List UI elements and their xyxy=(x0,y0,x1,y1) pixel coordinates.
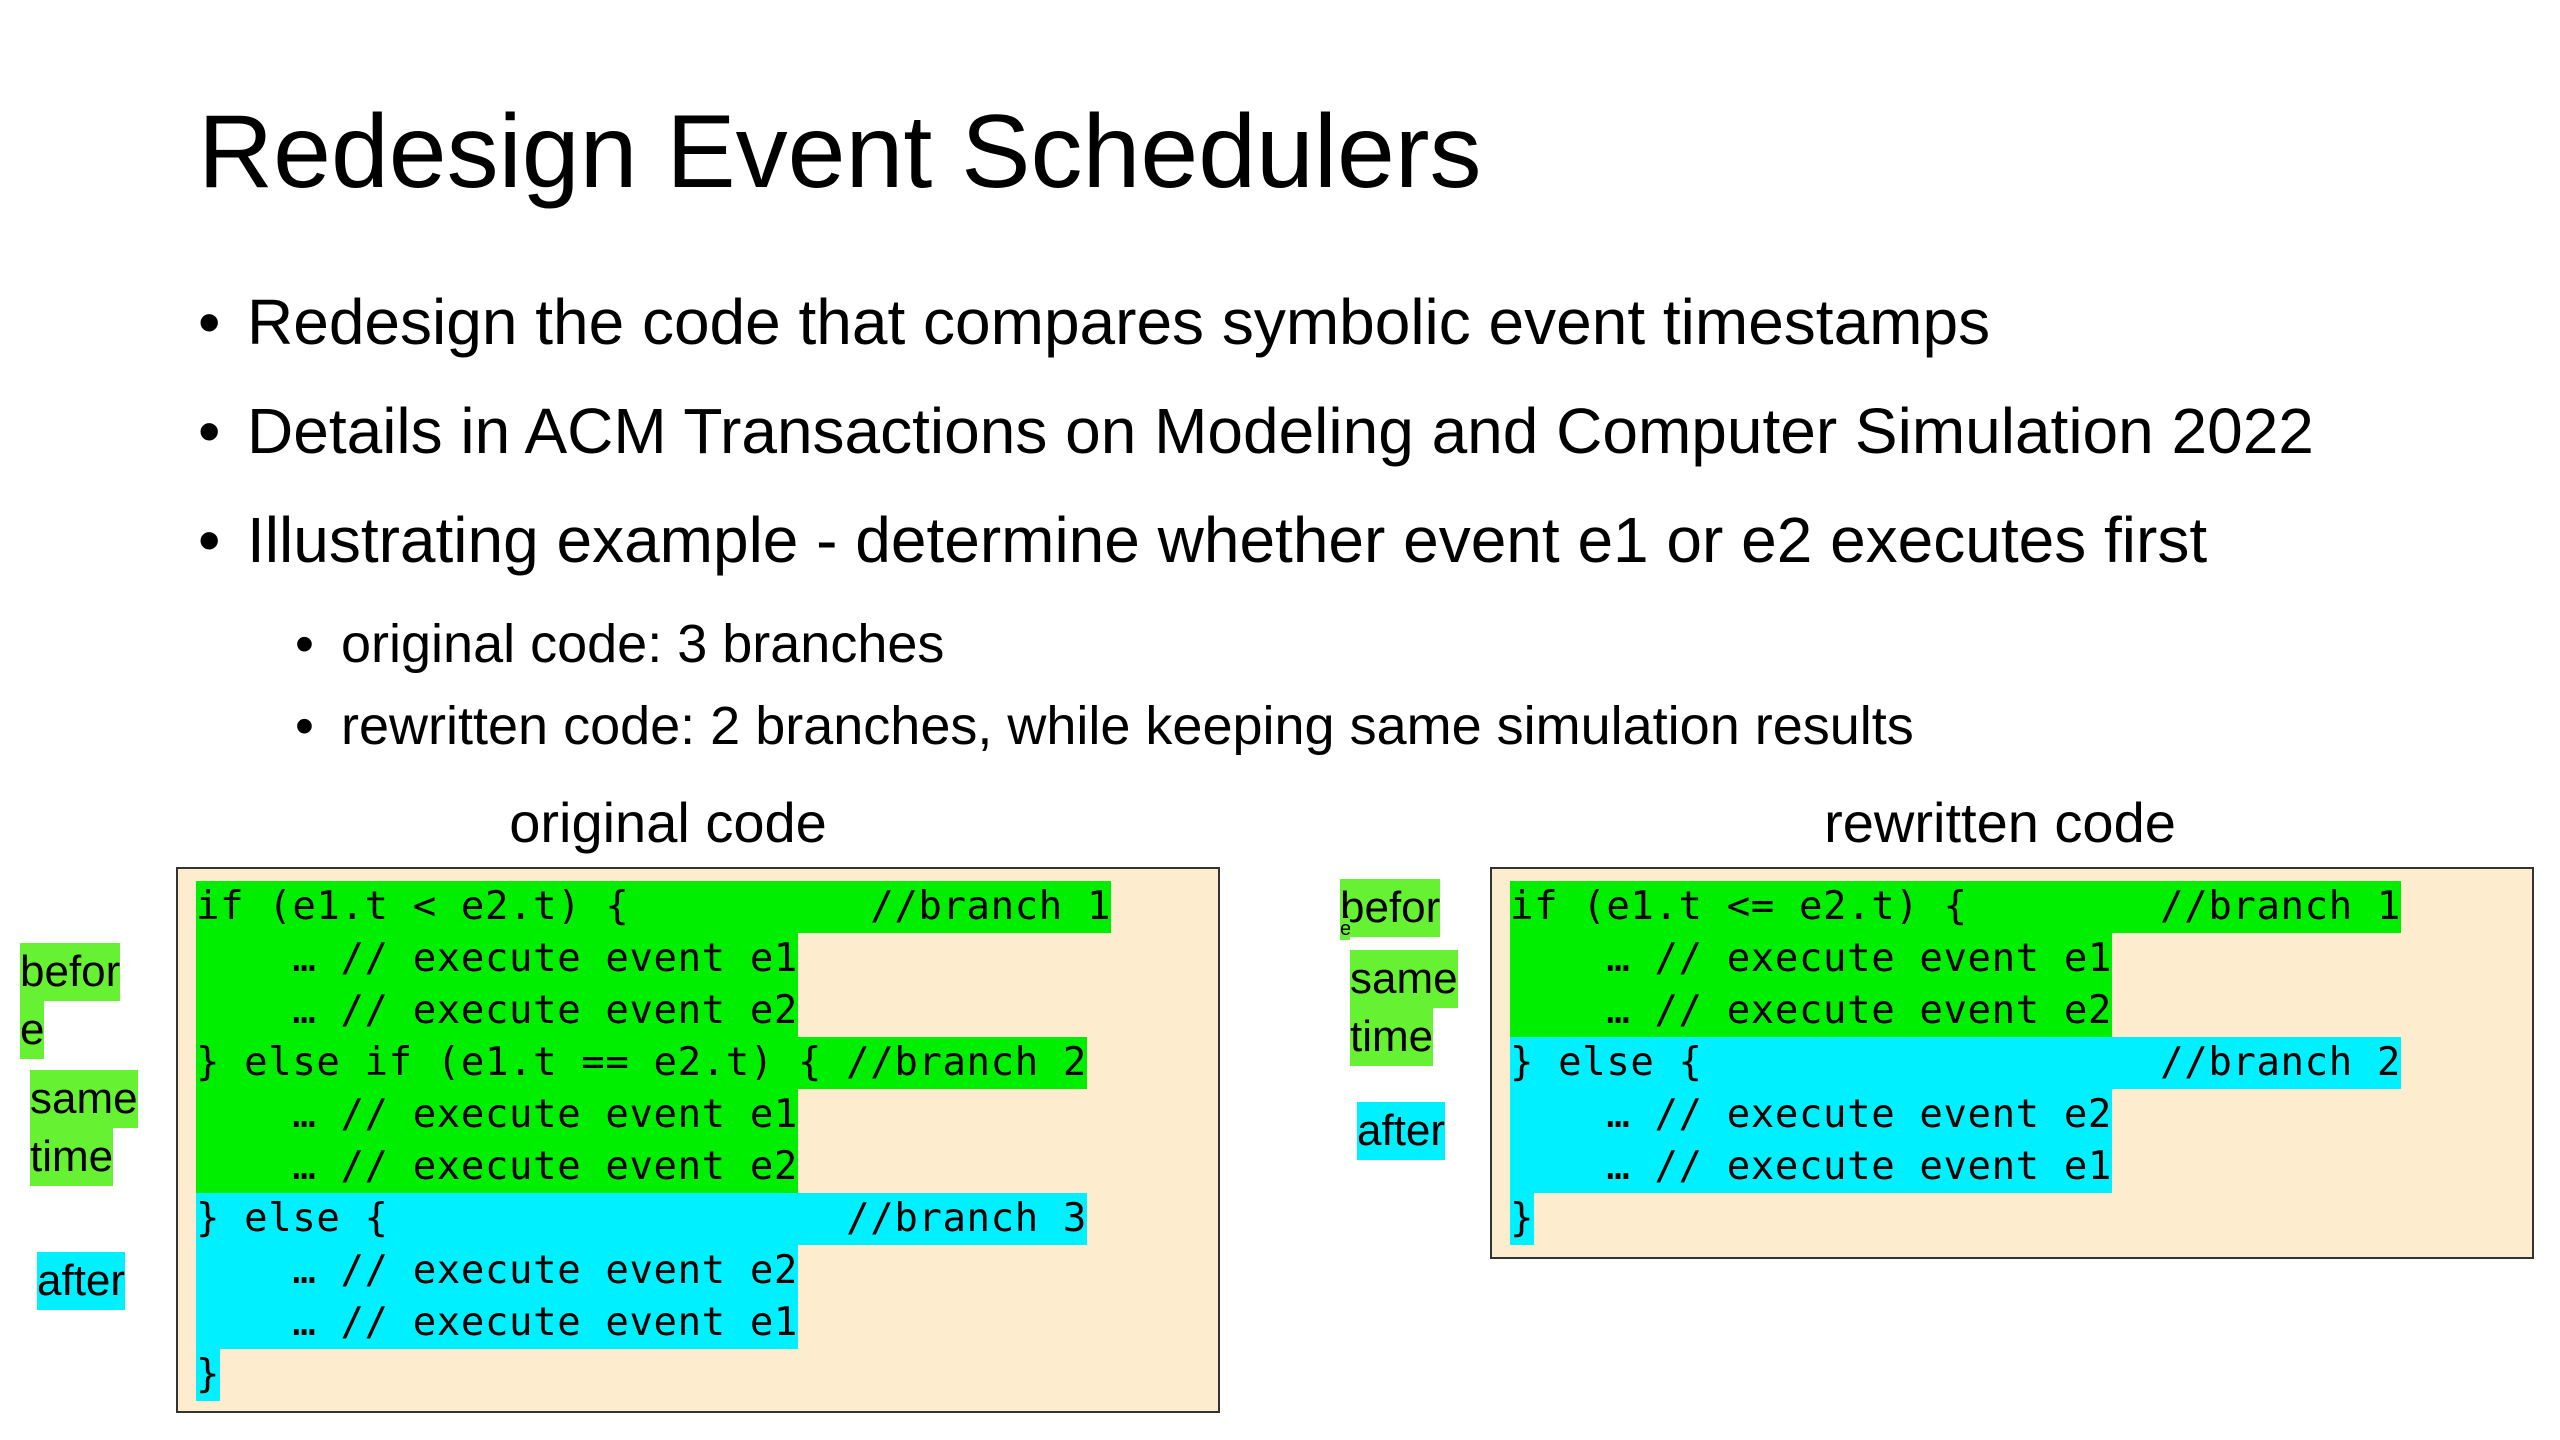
code-line: … // execute event e1 xyxy=(196,1089,798,1141)
bullet-item: • Details in ACM Transactions on Modelin… xyxy=(198,399,2314,508)
label-before-wrap: e xyxy=(20,1001,45,1059)
code-line: } else { //branch 3 xyxy=(196,1193,1087,1245)
code-line: } xyxy=(1510,1193,1535,1245)
code-line: … // execute event e2 xyxy=(1510,985,2112,1037)
bullet-text: Redesign the code that compares symbolic… xyxy=(247,286,1991,358)
code-line: … // execute event e2 xyxy=(1510,1089,2112,1141)
label-before-wrap: e xyxy=(1340,918,1350,940)
bullet-item: • Redesign the code that compares symbol… xyxy=(198,290,2314,399)
code-line: } xyxy=(196,1349,221,1401)
bullet-dot: • xyxy=(295,614,314,674)
code-line: … // execute event e2 xyxy=(196,1141,798,1193)
sub-bullet-item: • original code: 3 branches xyxy=(198,617,2314,699)
code-line: … // execute event e2 xyxy=(196,985,798,1037)
label-same: same xyxy=(1350,950,1458,1008)
sub-bullet-text: original code: 3 branches xyxy=(341,614,945,674)
rewritten-code-box: if (e1.t <= e2.t) { //branch 1 … // exec… xyxy=(1490,867,2534,1259)
bullet-dot: • xyxy=(295,696,314,756)
label-before: befor xyxy=(1340,879,1441,937)
label-after: after xyxy=(37,1252,126,1310)
label-time: time xyxy=(1350,1008,1434,1066)
bullet-dot: • xyxy=(198,286,221,358)
rewritten-code-caption: rewritten code xyxy=(1824,791,2176,854)
bullet-dot: • xyxy=(198,504,221,576)
code-line: } else { //branch 2 xyxy=(1510,1037,2401,1089)
original-code-box: if (e1.t < e2.t) { //branch 1 … // execu… xyxy=(176,867,1220,1413)
sub-bullet-item: • rewritten code: 2 branches, while keep… xyxy=(198,699,2314,781)
code-line: … // execute event e1 xyxy=(1510,933,2112,985)
label-time: time xyxy=(30,1128,114,1186)
bullet-dot: • xyxy=(198,395,221,467)
bullet-text: Details in ACM Transactions on Modeling … xyxy=(247,395,2314,467)
code-line: … // execute event e1 xyxy=(196,933,798,985)
bullet-text: Illustrating example - determine whether… xyxy=(247,504,2208,576)
code-line: if (e1.t < e2.t) { //branch 1 xyxy=(196,881,1112,933)
code-line: … // execute event e2 xyxy=(196,1245,798,1297)
code-line: … // execute event e1 xyxy=(1510,1141,2112,1193)
code-line: … // execute event e1 xyxy=(196,1297,798,1349)
sub-bullet-text: rewritten code: 2 branches, while keepin… xyxy=(341,696,1914,756)
original-code-caption: original code xyxy=(509,791,827,854)
label-same: same xyxy=(30,1070,138,1128)
code-line: if (e1.t <= e2.t) { //branch 1 xyxy=(1510,881,2401,933)
code-line: } else if (e1.t == e2.t) { //branch 2 xyxy=(196,1037,1087,1089)
label-before: befor xyxy=(20,943,121,1001)
label-after: after xyxy=(1357,1102,1446,1160)
bullet-item: • Illustrating example - determine wheth… xyxy=(198,508,2314,617)
slide-title: Redesign Event Schedulers xyxy=(198,94,1482,210)
bullet-list: • Redesign the code that compares symbol… xyxy=(198,290,2314,781)
